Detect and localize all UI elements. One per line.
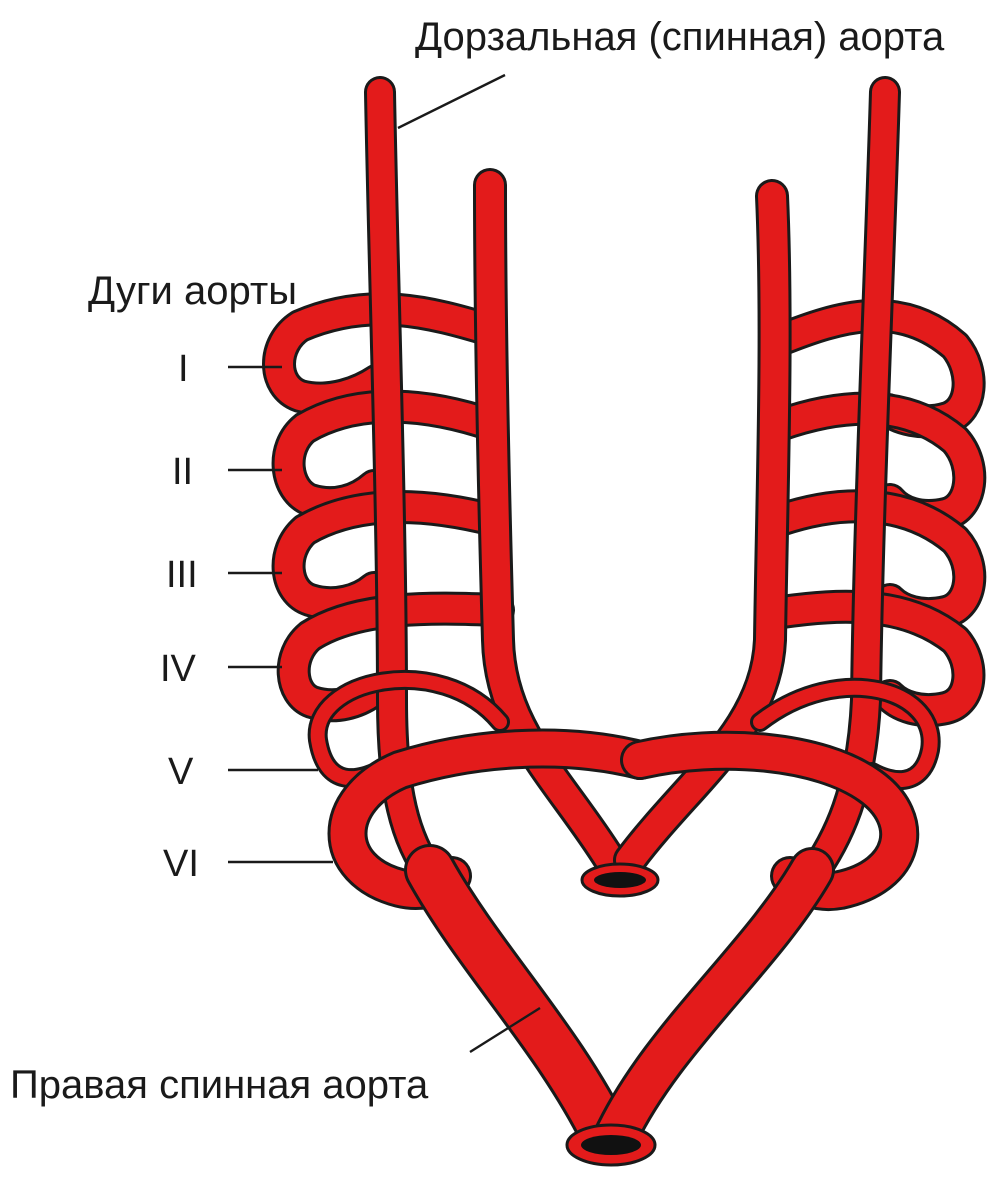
right-dorsal-aorta-fill xyxy=(430,870,608,1140)
ventral-aorta-lumen xyxy=(582,864,658,896)
arch-2-label: II xyxy=(172,451,193,493)
dorsal-aorta-leader xyxy=(398,75,505,128)
dorsal-aorta-label: Дорзальная (спинная) аорта xyxy=(415,15,945,59)
right-dorsal-aorta-branch xyxy=(614,870,812,1140)
vessel-system xyxy=(279,92,969,1140)
arch-3-label: III xyxy=(166,554,198,596)
right-dorsal-aorta-label: Правая спинная аорта xyxy=(10,1063,429,1107)
arch-5-label: V xyxy=(168,751,194,793)
right-dorsal-aorta-lumen xyxy=(567,1125,655,1165)
right-dorsal-aorta xyxy=(430,870,608,1140)
right-dorsal-aorta-branch-fill xyxy=(614,870,812,1140)
arch-4-label: IV xyxy=(160,648,197,690)
aortic-arches-label: Дуги аорты xyxy=(88,269,297,313)
arch-6-label: VI xyxy=(163,843,199,885)
arch-1-label: I xyxy=(178,348,189,390)
